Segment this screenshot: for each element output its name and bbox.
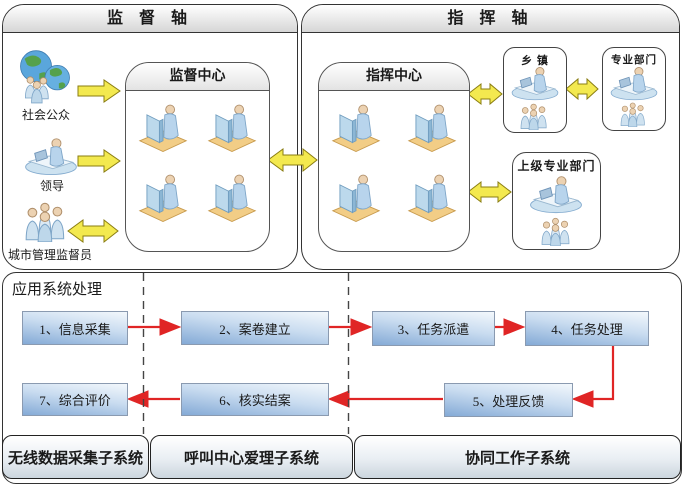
subsystem-collaboration: 协同工作子系统	[354, 435, 681, 479]
workstation-icon	[407, 99, 457, 154]
superior-department-title: 上级专业部门	[517, 159, 596, 173]
command-axis-title: 指 挥 轴	[302, 5, 679, 33]
superior-department-box: 上级专业部门	[512, 152, 601, 250]
desk-team-icon	[508, 65, 562, 101]
subsystem-call-center: 呼叫中心爱理子系统	[150, 435, 353, 479]
step-box-6: 6、核实结案	[181, 383, 329, 416]
people-group-icon	[516, 102, 554, 130]
step-box-2: 2、案卷建立	[181, 311, 329, 345]
township-title: 乡 镇	[521, 55, 549, 67]
step-box-5: 5、处理反馈	[444, 383, 573, 417]
supervision-center-box: 监督中心	[125, 62, 270, 252]
professional-department-box: 专业部门	[602, 47, 666, 131]
people-group-icon	[535, 216, 579, 246]
command-center-box: 指挥中心	[318, 62, 470, 252]
workstation-icon	[331, 169, 381, 224]
workstation-icon	[138, 99, 188, 154]
step-box-4: 4、任务处理	[525, 311, 649, 346]
supervisor-group-icon	[22, 200, 72, 242]
supervision-center-title: 监督中心	[126, 63, 269, 91]
workstation-icon	[407, 169, 457, 224]
workstation-icon	[331, 99, 381, 154]
actor-label-leader: 领导	[39, 179, 64, 193]
globe-people-icon	[14, 44, 76, 108]
process-panel-title: 应用系统处理	[12, 282, 103, 298]
desk-team-icon	[525, 174, 587, 214]
actor-label-public: 社会公众	[21, 108, 70, 122]
subsystem-wireless: 无线数据采集子系统	[2, 435, 149, 479]
actor-label-supervisor: 城市管理监督员	[7, 248, 92, 262]
leader-desk-icon	[22, 136, 80, 176]
workstation-icon	[207, 169, 257, 224]
township-box: 乡 镇	[503, 47, 567, 133]
professional-department-title: 专业部门	[611, 55, 657, 66]
workstation-icon	[138, 169, 188, 224]
step-box-1: 1、信息采集	[22, 311, 128, 345]
people-group-icon	[615, 101, 653, 127]
step-box-3: 3、任务派遣	[372, 311, 495, 346]
workstation-icon	[207, 99, 257, 154]
supervision-axis-title: 监 督 轴	[3, 5, 297, 33]
desk-team-icon	[607, 65, 661, 101]
step-box-7: 7、综合评价	[22, 383, 128, 416]
command-center-title: 指挥中心	[319, 63, 469, 91]
